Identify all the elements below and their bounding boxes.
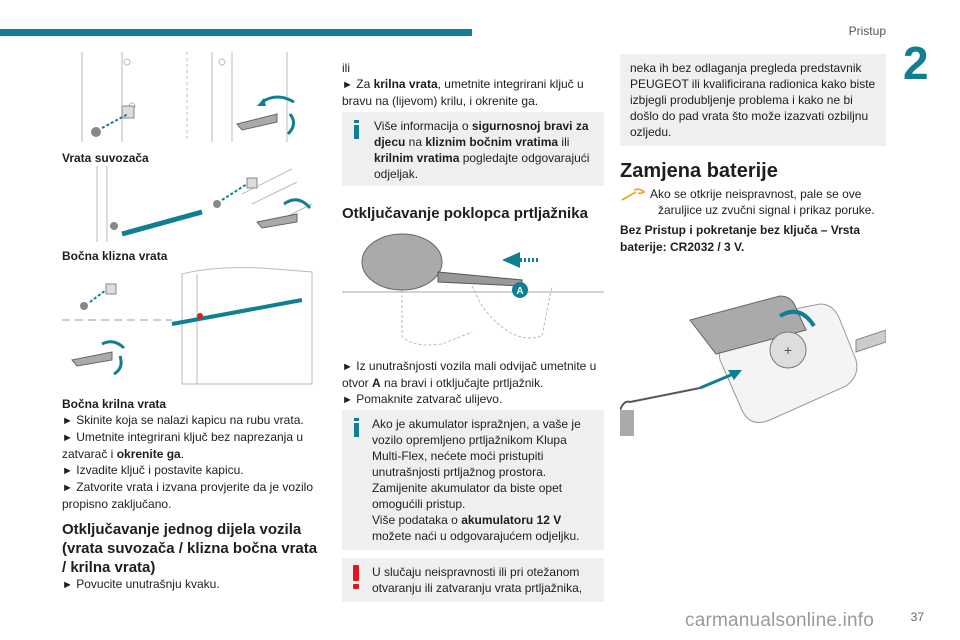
arrow-bullet-icon: ► xyxy=(342,361,353,373)
battery-type-heading: Bez Pristup i pokretanje bez ključa – Vr… xyxy=(620,223,861,254)
list-item: ► Umetnite integrirani ključ bez napreza… xyxy=(62,430,304,461)
warning-note-trunk: U slučaju neispravnosti ili pri otežanom… xyxy=(342,558,604,602)
wing-door-intro: ili ► Za krilna vrata, umetnite integrir… xyxy=(342,61,584,108)
header-accent-bar xyxy=(0,29,472,36)
arrow-bullet-icon: ► xyxy=(62,415,73,427)
partial-unlock-step: ► Povucite unutrašnju kvaku. xyxy=(62,577,220,591)
svg-text:+: + xyxy=(784,342,792,358)
tip-battery-warning: Ako se otkrije neispravnost, pale se ove… xyxy=(620,186,886,218)
chapter-number: 2 xyxy=(903,37,929,89)
arrow-bullet-icon: ► xyxy=(62,432,73,444)
page-number: 37 xyxy=(910,610,924,624)
arrow-bullet-icon: ► xyxy=(62,579,73,591)
watermark: carmanualsonline.info xyxy=(685,610,875,631)
arrow-bullet-icon: ► xyxy=(62,482,73,494)
info-icon-stem xyxy=(354,125,359,139)
warning-icon xyxy=(353,565,359,581)
warning-icon-dot xyxy=(353,584,359,589)
header-title: Pristup xyxy=(848,24,886,38)
info-icon xyxy=(354,418,359,421)
figure-wing-door xyxy=(62,264,320,388)
warning-note-continued: neka ih bez odlaganja pregleda predstavn… xyxy=(620,54,886,146)
info-icon xyxy=(354,120,359,123)
wrench-tip-icon xyxy=(620,188,646,202)
list-item: ► Iz unutrašnjosti vozila mali odvijač u… xyxy=(342,359,597,390)
caption-wing-door: Bočna krilna vrata xyxy=(62,397,167,411)
list-item: ► Izvadite ključ i postavite kapicu. xyxy=(62,463,244,477)
arrow-bullet-icon: ► xyxy=(342,79,353,91)
info-icon-stem xyxy=(354,423,359,437)
list-item: ► Skinite koja se nalazi kapicu na rubu … xyxy=(62,413,304,427)
caption-sliding-door: Bočna klizna vrata xyxy=(62,249,168,263)
trunk-unlock-steps: ► Iz unutrašnjosti vozila mali odvijač u… xyxy=(342,358,604,408)
info-note-child-lock: Više informacija o sigurnosnoj bravi za … xyxy=(342,112,604,186)
arrow-bullet-icon: ► xyxy=(342,394,353,406)
info-note-battery: Ako je akumulator ispražnjen, a vaše je … xyxy=(342,410,604,550)
section-title-partial-unlock: Otključavanje jednog dijela vozila (vrat… xyxy=(62,521,318,576)
wing-door-steps: ► Skinite koja se nalazi kapicu na rubu … xyxy=(62,412,324,512)
callout-label-a: A xyxy=(516,286,523,297)
figure-sliding-door xyxy=(62,164,320,244)
figure-trunk-lock: A xyxy=(342,226,604,352)
list-item: ► Pomaknite zatvarač ulijevo. xyxy=(342,392,503,406)
arrow-bullet-icon: ► xyxy=(62,465,73,477)
section-title-trunk-unlock: Otključavanje poklopca prtljažnika xyxy=(342,205,588,222)
caption-passenger-door: Vrata suvozača xyxy=(62,151,149,165)
list-item: ► Zatvorite vrata i izvana provjerite da… xyxy=(62,480,314,511)
figure-passenger-door xyxy=(62,44,320,144)
section-title-battery-replacement: Zamjena baterije xyxy=(620,160,778,182)
figure-key-battery: + xyxy=(620,290,886,436)
